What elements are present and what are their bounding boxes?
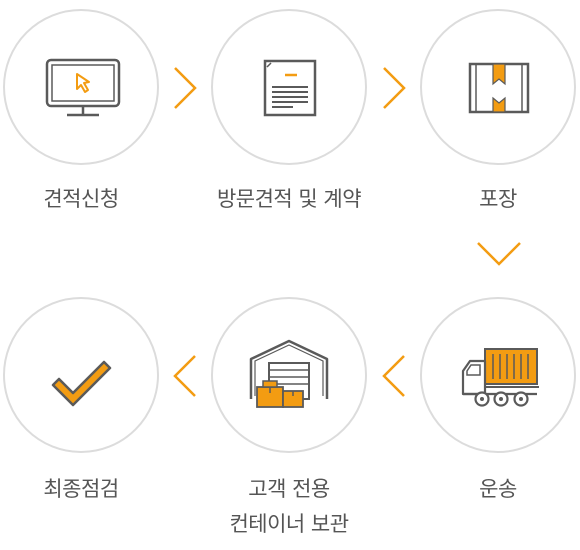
step-label-container-storage-line2: 컨테이너 보관 <box>229 512 349 536</box>
monitor-cursor-icon <box>45 58 121 117</box>
chevron-left-icon <box>173 355 196 397</box>
step-label-transport: 운송 <box>479 477 517 501</box>
step-circle-packing <box>420 9 576 165</box>
chevron-left-icon <box>382 355 405 397</box>
step-circle-container-storage <box>211 297 367 453</box>
step-circle-visit-estimate <box>211 9 367 165</box>
step-label-final-check: 최종점검 <box>43 477 119 501</box>
step-circle-final-check <box>3 297 159 453</box>
cargo-truck-icon <box>461 348 539 407</box>
step-label-container-storage-line1: 고객 전용 <box>248 477 330 501</box>
step-label-packing: 포장 <box>479 187 517 211</box>
chevron-right-icon <box>383 67 406 109</box>
step-label-visit-estimate: 방문견적 및 계약 <box>216 187 362 211</box>
document-icon <box>263 59 317 117</box>
chevron-right-icon <box>174 67 197 109</box>
step-circle-quote-request <box>3 9 159 165</box>
chevron-down-icon <box>477 242 521 266</box>
step-label-quote-request: 견적신청 <box>43 187 119 211</box>
step-circle-transport <box>420 297 576 453</box>
package-box-icon <box>468 62 530 114</box>
checkmark-icon <box>51 360 112 407</box>
warehouse-icon <box>249 339 329 408</box>
